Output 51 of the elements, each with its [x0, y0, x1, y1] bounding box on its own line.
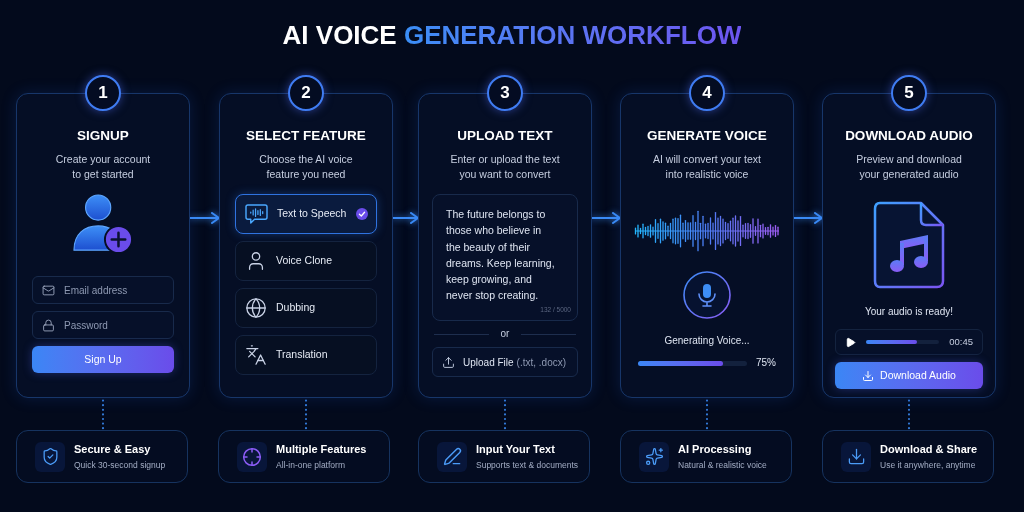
- sign-up-button: Sign Up: [32, 346, 174, 373]
- progress-percent: 75%: [756, 356, 776, 370]
- status-text: Generating Voice...: [664, 334, 750, 348]
- feature-option: Voice Clone: [235, 241, 377, 281]
- arrow: [189, 212, 220, 224]
- feature-title: Input Your Text: [476, 442, 556, 456]
- step-description: Enter or upload the text you want to convert: [449, 152, 561, 182]
- step-title: GENERATE VOICE: [647, 127, 767, 145]
- step-number-badge: 1: [85, 75, 121, 111]
- status-text: Your audio is ready!: [865, 305, 953, 319]
- feature-card: [822, 430, 994, 483]
- feature-title: Multiple Features: [276, 442, 367, 456]
- arrow: [793, 212, 823, 224]
- feature-card: [418, 430, 590, 483]
- step-description: AI will convert your text into realistic voice: [652, 152, 762, 182]
- feature-option: Translation: [235, 335, 377, 375]
- step-description: Choose the AI voice feature you need: [258, 152, 354, 182]
- feature-title: Secure & Easy: [74, 442, 152, 456]
- step-number-badge: 2: [288, 75, 324, 111]
- upload-file-button: Upload File (.txt, .docx): [432, 347, 578, 377]
- time-text: 00:45: [949, 336, 973, 348]
- feature-option: Dubbing: [235, 288, 377, 328]
- feature-option: Text to Speech: [235, 194, 377, 234]
- email-input-field: Email address: [32, 276, 174, 304]
- separator-text: or: [500, 327, 510, 341]
- feature-description: Use it anywhere, anytime: [880, 459, 977, 471]
- download-audio-button: Download Audio: [835, 362, 983, 389]
- step-description: Preview and download your generated audio: [855, 152, 963, 182]
- feature-description: All-in-one platform: [276, 459, 346, 471]
- feature-description: Natural & realistic voice: [678, 459, 767, 471]
- step-number-badge: 3: [487, 75, 523, 111]
- arrow: [591, 212, 621, 224]
- feature-card: [218, 430, 390, 483]
- arrow: [392, 212, 419, 224]
- feature-card: [620, 430, 792, 483]
- feature-title: AI Processing: [678, 442, 753, 456]
- text-input-field: [432, 194, 578, 321]
- step-number-badge: 5: [891, 75, 927, 111]
- step-description: Create your account to get started: [54, 152, 152, 182]
- input-text: The future belongs to those who believe in the beauty of their dreams. Keep learning, keep growing, and never stop creating.: [446, 207, 556, 304]
- step-title: UPLOAD TEXT: [457, 127, 553, 145]
- step-title: SELECT FEATURE: [246, 127, 366, 145]
- audio-player: [835, 329, 983, 355]
- step-title: SIGNUP: [77, 127, 129, 145]
- step-number-badge: 4: [689, 75, 725, 111]
- password-input-field: Password: [32, 311, 174, 339]
- feature-description: Quick 30-second signup: [74, 459, 166, 471]
- feature-title: Download & Share: [880, 442, 978, 456]
- step-title: DOWNLOAD AUDIO: [845, 127, 973, 145]
- feature-card: [16, 430, 188, 483]
- feature-description: Supports text & documents: [476, 459, 579, 471]
